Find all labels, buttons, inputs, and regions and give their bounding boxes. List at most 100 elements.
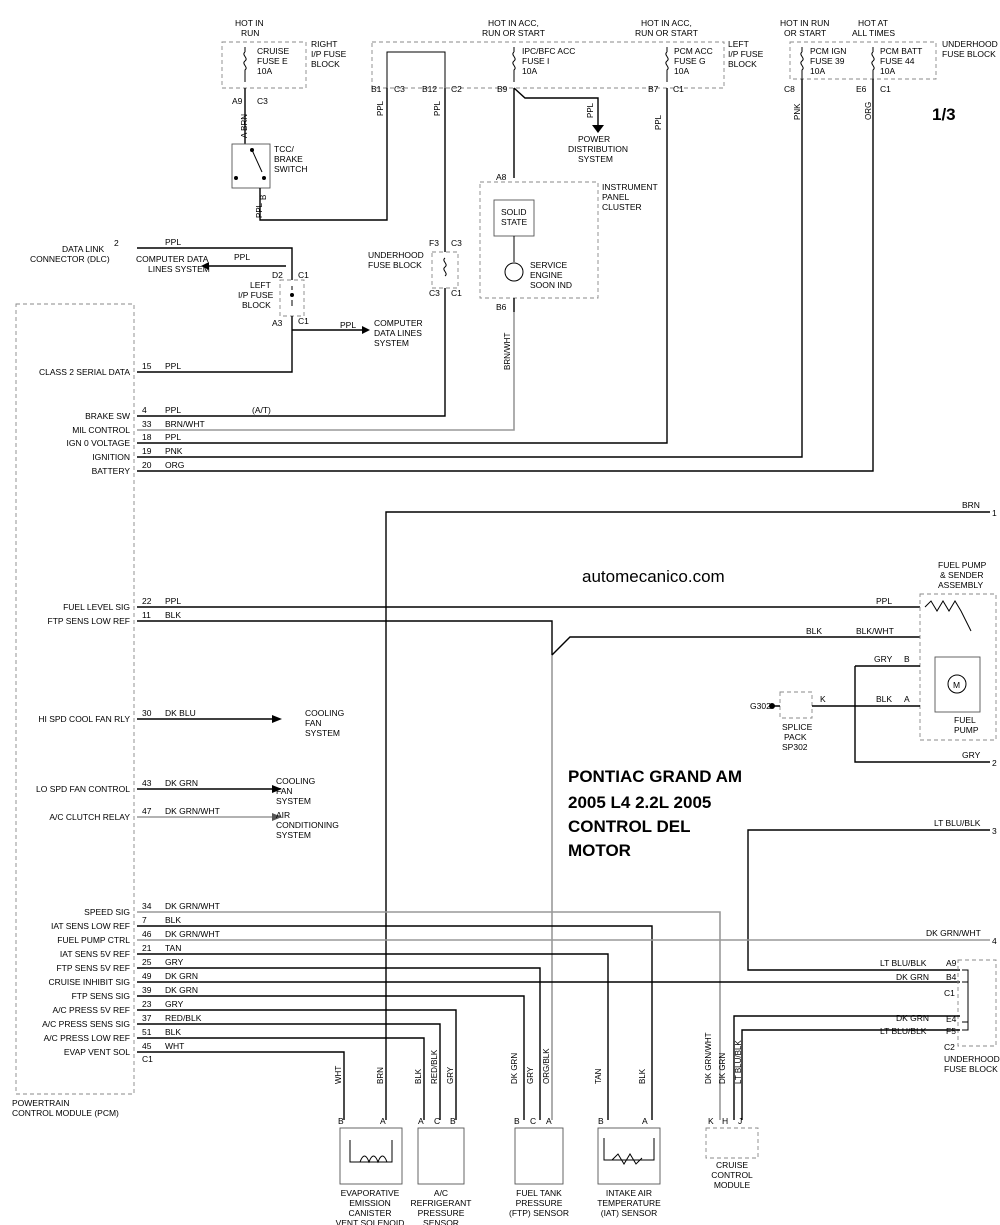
cdl1-wire: PPL [234,252,250,262]
pcmbatt-wire: ORG [864,102,873,120]
fp-pump-2: PUMP [954,725,979,735]
uh-mid-2: FUSE BLOCK [368,260,422,270]
component-label: CRUISE [716,1160,748,1170]
ltblu-wire: LT BLU/BLK [934,818,981,828]
pcm-pin-number: 51 [142,1027,152,1037]
pcm-pin-name: EVAP VENT SOL [64,1047,130,1057]
solid-state-1: SOLID [501,207,527,217]
uhr-pin-f5: F5 [946,1026,956,1036]
component-label: CANISTER [349,1208,392,1218]
pcm-pin-name: CLASS 2 SERIAL DATA [39,367,130,377]
component-wire: DK GRN/WHT [704,1032,713,1084]
dlc-1: DATA LINK [62,244,105,254]
cruise-fuse-2: FUSE E [257,56,288,66]
uhr-wire-4: LT BLU/BLK [880,1026,927,1036]
right-ip-fuse-block-outline [221,41,307,89]
pcm-pin-name: FTP SENS SIG [72,991,130,1001]
brn-wire: BRN [962,500,980,510]
component-pin: A [642,1116,648,1126]
fp-ppl: PPL [876,596,892,606]
component-wire: DK GRN [510,1053,519,1084]
ipc-pin-a8: A8 [496,172,507,182]
dlc-2: CONNECTOR (DLC) [30,254,110,264]
ac-sys-3: SYSTEM [276,830,311,840]
component-pin: C [434,1116,440,1126]
pcmacc-fuse-1: PCM ACC [674,46,713,56]
uhr-wire-1: LT BLU/BLK [880,958,927,968]
pcm-pin-number: 19 [142,446,152,456]
title-line-4: MOTOR [568,841,631,860]
powerdist-wire: PPL [586,102,595,118]
dlc-pin: 2 [114,238,119,248]
ipc-label-1: INSTRUMENT [602,182,658,192]
pcm-pin-wire: PNK [165,446,183,456]
component-wire: BLK [638,1068,647,1084]
cdl1-1: COMPUTER DATA [136,254,209,264]
uhr-pin-c2: C2 [944,1042,955,1052]
cdl1-2: LINES SYSTEM [148,264,210,274]
pcm-pin-name: IAT SENS LOW REF [51,921,130,931]
pcmacc-power-1: HOT IN ACC, [641,18,692,28]
pcm-pin-name: LO SPD FAN CONTROL [36,784,130,794]
left-ip-1: LEFT [250,280,271,290]
component-label: EVAPORATIVE [341,1188,400,1198]
ipc-fuse-3: 10A [522,66,537,76]
component-wire: GRY [526,1066,535,1084]
component-label: MODULE [714,1180,751,1190]
component-label: (IAT) SENSOR [601,1208,658,1218]
pcmbatt-fuse-3: 10A [880,66,895,76]
pcm-pin-number: 11 [142,610,151,620]
component-pin: B [598,1116,604,1126]
fp-blk2: BLK [876,694,892,704]
pcmbatt-power-1: HOT AT [858,18,888,28]
pcm-pin-number: 4 [142,405,147,415]
lamp-1: SERVICE [530,260,567,270]
fp-blk: BLK [806,626,822,636]
cool-lo-3: SYSTEM [276,796,311,806]
b1-wire: PPL [376,100,385,116]
pcmacc-fuse-3: 10A [674,66,689,76]
uhr-pin-e4: E4 [946,1014,957,1024]
component-pin: J [738,1116,742,1126]
pcmign-fuse-1: PCM IGN [810,46,846,56]
powerdist-2: DISTRIBUTION [568,144,628,154]
pcmbatt-pin-e6: E6 [856,84,867,94]
uh-mid-pin-f3: F3 [429,238,439,248]
pcm-pin-wire: DK GRN/WHT [165,929,220,939]
uh-mid-1: UNDERHOOD [368,250,424,260]
brn-ref: 1 [992,508,997,518]
dkgrnwht-ref: 4 [992,936,997,946]
component-label: A/C [434,1188,448,1198]
left-ip-block-3: BLOCK [728,59,757,69]
pcmign-power-2: OR START [784,28,826,38]
left-ip-pin-d2: D2 [272,270,283,280]
splice-3: SP302 [782,742,808,752]
uhr-wire-2: DK GRN [896,972,929,982]
ipc-power-2: RUN OR START [482,28,545,38]
pcm-pin-wire: BLK [165,610,181,620]
title-line-1: PONTIAC GRAND AM [568,767,742,786]
fp-pump-1: FUEL [954,715,976,725]
fp-label-2: & SENDER [940,570,983,580]
pcmacc-fuse-2: FUSE G [674,56,706,66]
pcm-pin-number: 49 [142,971,152,981]
b6-wire: BRN/WHT [503,333,512,370]
pcm-pin-name: IGN 0 VOLTAGE [67,438,131,448]
component-wire: BLK [414,1068,423,1084]
pcm-pin-name: CRUISE INHIBIT SIG [48,977,130,987]
right-side-labels: BRN 1 GRY 2 LT BLU/BLK 3 DK GRN/WHT 4 FU… [276,500,1000,1074]
component-pin: H [722,1116,728,1126]
cdl2-wire: PPL [340,320,356,330]
pcmacc-pin-b7: B7 [648,84,659,94]
ipc-pin-b9: B9 [497,84,508,94]
fp-gry: GRY [874,654,893,664]
pcm-pin-wire: GRY [165,957,184,967]
pcm-label-1: POWERTRAIN [12,1098,69,1108]
right-ip-block-2: I/P FUSE [311,49,347,59]
component-pin: A [380,1116,386,1126]
pcm-pin-wire: RED/BLK [165,1013,202,1023]
pcm-pin-number: 18 [142,432,152,442]
pcm-pin-wire: DK BLU [165,708,196,718]
pcm-pin-wire: WHT [165,1041,184,1051]
